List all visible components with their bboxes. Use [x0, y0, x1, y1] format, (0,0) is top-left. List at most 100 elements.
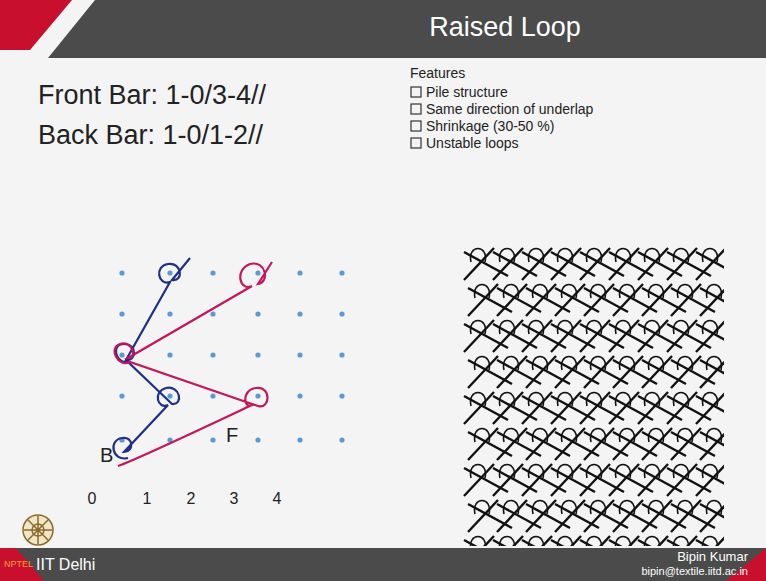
features-heading: Features: [410, 65, 465, 81]
needle-dot: [339, 270, 344, 275]
bar-label: B: [100, 444, 113, 467]
footer-bar: [0, 548, 766, 581]
needle-dot: [167, 352, 172, 357]
underlap-stroke: [700, 356, 724, 388]
underlap-stroke: [493, 536, 523, 546]
underlap-stroke: [642, 428, 672, 460]
underlap-stroke: [468, 500, 498, 532]
underlap-stroke: [580, 392, 610, 424]
needle-dot: [297, 437, 302, 442]
underlap-stroke: [493, 320, 523, 352]
logo: [23, 515, 53, 545]
feature-item: Pile structure: [426, 84, 508, 100]
underlap-stroke: [642, 356, 672, 388]
header-gap: [0, 0, 95, 58]
underlap-stroke: [551, 392, 581, 424]
underlap-stroke: [700, 504, 724, 528]
underlap-stroke: [609, 536, 639, 546]
underlap-stroke: [700, 288, 724, 312]
needle-dot: [119, 393, 124, 398]
underlap-stroke: [696, 320, 724, 352]
underlap-stroke: [671, 284, 701, 316]
underlap-stroke: [671, 428, 701, 460]
underlap-stroke: [584, 500, 614, 532]
underlap-stroke: [551, 464, 581, 496]
header-bar: [0, 0, 766, 58]
underlap-stroke: [584, 284, 614, 316]
needle-dot: [119, 352, 124, 357]
needle-dot: [339, 437, 344, 442]
needle-dot: [167, 270, 172, 275]
needle-number: 4: [273, 490, 282, 508]
feature-item: Same direction of underlap: [426, 101, 593, 117]
bar-notation: Back Bar: 1-0/1-2//: [38, 120, 263, 151]
underlap-stroke: [464, 248, 494, 280]
underlap-stroke: [609, 248, 639, 280]
underlap-stroke: [667, 320, 697, 352]
underlap-stroke: [468, 428, 498, 460]
underlap-stroke: [638, 536, 668, 546]
underlap-stroke: [464, 320, 494, 352]
underlap-stroke: [526, 284, 556, 316]
underlap-stroke: [551, 320, 581, 352]
slide-title: Raised Loop: [429, 12, 581, 43]
feature-item: Unstable loops: [426, 135, 519, 151]
underlap-stroke: [522, 248, 552, 280]
underlap-stroke: [584, 356, 614, 388]
underlap-stroke: [493, 392, 523, 424]
underlap-stroke: [497, 428, 527, 460]
institute-name: IIT Delhi: [36, 556, 95, 574]
underlap-stroke: [667, 248, 697, 280]
underlap-stroke: [638, 248, 668, 280]
underlap-stroke: [696, 464, 724, 496]
feature-item: Shrinkage (30-50 %): [426, 118, 554, 134]
needle-dot: [339, 393, 344, 398]
back-bar-lapping: [113, 258, 190, 458]
underlap-stroke: [555, 356, 585, 388]
needle-dot: [255, 352, 260, 357]
underlap-stroke: [696, 536, 724, 546]
needle-dot: [297, 393, 302, 398]
needle-dot: [210, 393, 215, 398]
author-name: Bipin Kumar: [677, 550, 748, 565]
underlap-stroke: [700, 360, 724, 384]
header-stripe: [0, 0, 72, 50]
underlap-stroke: [638, 320, 668, 352]
underlap-stroke: [522, 392, 552, 424]
underlap-stroke: [580, 248, 610, 280]
needle-dot: [210, 311, 215, 316]
underlap-stroke: [468, 356, 498, 388]
logo-text: NPTEL: [4, 559, 33, 569]
underlap-stroke: [667, 536, 697, 546]
needle-dot: [339, 352, 344, 357]
underlap-stroke: [667, 464, 697, 496]
underlap-stroke: [671, 356, 701, 388]
underlap-stroke: [700, 500, 724, 532]
underlap-stroke: [497, 284, 527, 316]
underlap-stroke: [551, 536, 581, 546]
underlap-stroke: [696, 248, 724, 280]
underlap-stroke: [497, 356, 527, 388]
underlap-stroke: [609, 320, 639, 352]
author-email: bipin@textile.iitd.ac.in: [641, 565, 748, 578]
underlap-stroke: [493, 464, 523, 496]
underlap-stroke: [671, 500, 701, 532]
underlap-stroke: [464, 392, 494, 424]
underlap-stroke: [580, 464, 610, 496]
needle-number: 0: [88, 490, 97, 508]
underlap-stroke: [613, 284, 643, 316]
needle-dot: [255, 437, 260, 442]
underlap-stroke: [613, 356, 643, 388]
needle-dot: [339, 311, 344, 316]
underlap-stroke: [638, 464, 668, 496]
underlap-stroke: [609, 392, 639, 424]
needle-dot: [255, 393, 260, 398]
underlap-stroke: [700, 284, 724, 316]
underlap-stroke: [526, 500, 556, 532]
underlap-stroke: [580, 536, 610, 546]
underlap-stroke: [555, 428, 585, 460]
needle-dot: [210, 352, 215, 357]
underlap-stroke: [522, 320, 552, 352]
front-bar-lapping: [115, 262, 272, 466]
needle-dot: [167, 393, 172, 398]
